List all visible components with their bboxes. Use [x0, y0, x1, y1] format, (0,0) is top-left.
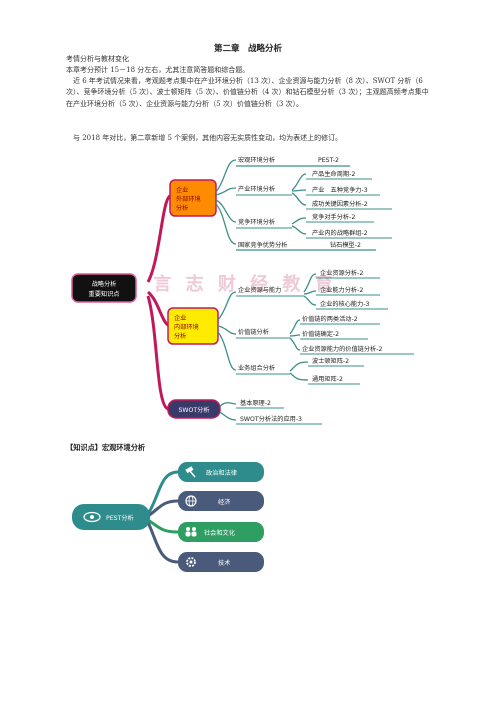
swot-label: SWOT分析 [178, 406, 209, 414]
external-label-1: 企业 [176, 186, 188, 194]
gavel-icon [185, 466, 196, 478]
macro-env-label: 宏观环境分析 [238, 156, 275, 164]
globe-icon [185, 495, 197, 507]
internal-label-1: 企业 [174, 314, 186, 322]
portfolio-analysis-label: 业务组合分析 [238, 364, 275, 372]
core-competence-item: 企业的核心能力-3 [320, 300, 370, 308]
people-icon [185, 527, 197, 537]
paragraph-exam-history: 近 6 年考试情况来看，考观题考点集中在产业环境分析（13 次）、企业资源与能力… [66, 77, 429, 108]
national-advantage-label: 国家竞争优势分析 [238, 241, 288, 249]
value-chain-activities-item: 价值链的两类活动-2 [302, 315, 358, 323]
swot-node [167, 399, 221, 419]
bcg-matrix-item: 波士顿矩阵-2 [312, 357, 349, 365]
resources-capability-label: 企业资源与能力 [238, 286, 281, 294]
industry-env-label: 产业环境分析 [238, 185, 275, 193]
competitor-analysis-item: 竞争对手分析-2 [312, 213, 355, 221]
pest-economy-label: 经济 [218, 498, 231, 506]
strategic-groups-item: 产业内的战略群组-2 [312, 229, 368, 237]
pest-technology-node [178, 552, 264, 572]
watermark-text: 言 志 财 经 教 育 [153, 273, 336, 295]
gear-icon [186, 557, 196, 567]
root-label-1: 战略分析 [92, 280, 117, 288]
branch-root-external [146, 194, 172, 283]
resource-analysis-item: 企业资源分析-2 [320, 269, 363, 277]
branch-root-internal [146, 290, 169, 327]
chapter-title: 第二章 战略分析 [213, 44, 282, 54]
competitive-env-label: 竞争环境分析 [238, 218, 275, 226]
product-lifecycle-item: 产品生命周期-2 [312, 170, 355, 178]
knowledge-point-heading: 【知识点】宏观环境分析 [66, 443, 146, 452]
paragraph-score-estimate: 本章考分预计 15－18 分左右，尤其注意简答题和综合题。 [66, 66, 250, 74]
value-chain-label: 价值链分析 [238, 328, 269, 336]
value-chain-determine-item: 价值链确定-2 [302, 330, 339, 338]
pest-society-label: 社会和文化 [204, 529, 235, 537]
pest-item: PEST-2 [318, 157, 339, 164]
pest-center-label: PEST分析 [106, 514, 134, 522]
eye-icon [83, 511, 101, 523]
internal-label-3: 分析 [174, 332, 186, 340]
root-node [71, 273, 137, 303]
pest-politics-label: 政治和法律 [206, 469, 237, 477]
ge-matrix-item: 通用矩阵-2 [312, 375, 343, 383]
external-label-2: 外部环境 [176, 195, 201, 203]
paragraph-changes: 与 2018 年对比，第二章新增 5 个案例，其他内容无实质性变动，均为表述上的… [73, 134, 343, 142]
pest-economy-node [178, 491, 264, 511]
key-success-factors-item: 成功关键因素分析-2 [312, 200, 368, 208]
five-forces-item: 产业 五种竞争力-3 [312, 186, 368, 194]
swot-application-item: SWOT分析法的应用-3 [240, 415, 302, 423]
capability-analysis-item: 企业能力分析-2 [320, 286, 363, 294]
pest-center-node [72, 504, 150, 530]
branch-root-swot [146, 295, 169, 411]
pest-politics-node [178, 462, 264, 482]
external-label-3: 分析 [176, 204, 188, 212]
pest-technology-label: 技术 [218, 559, 230, 567]
diamond-model-item: 钻石模型-2 [330, 241, 361, 249]
swot-principle-item: 基本原理-2 [240, 399, 271, 407]
internal-label-2: 内部环境 [174, 323, 199, 331]
pest-society-node [178, 522, 264, 542]
root-label-2: 重要知识点 [89, 290, 120, 298]
value-chain-analysis-item: 企业资源能力的价值链分析-2 [302, 345, 382, 353]
external-env-node [169, 179, 217, 217]
paragraph-analysis-heading: 考情分析与教材变化 [66, 55, 129, 63]
